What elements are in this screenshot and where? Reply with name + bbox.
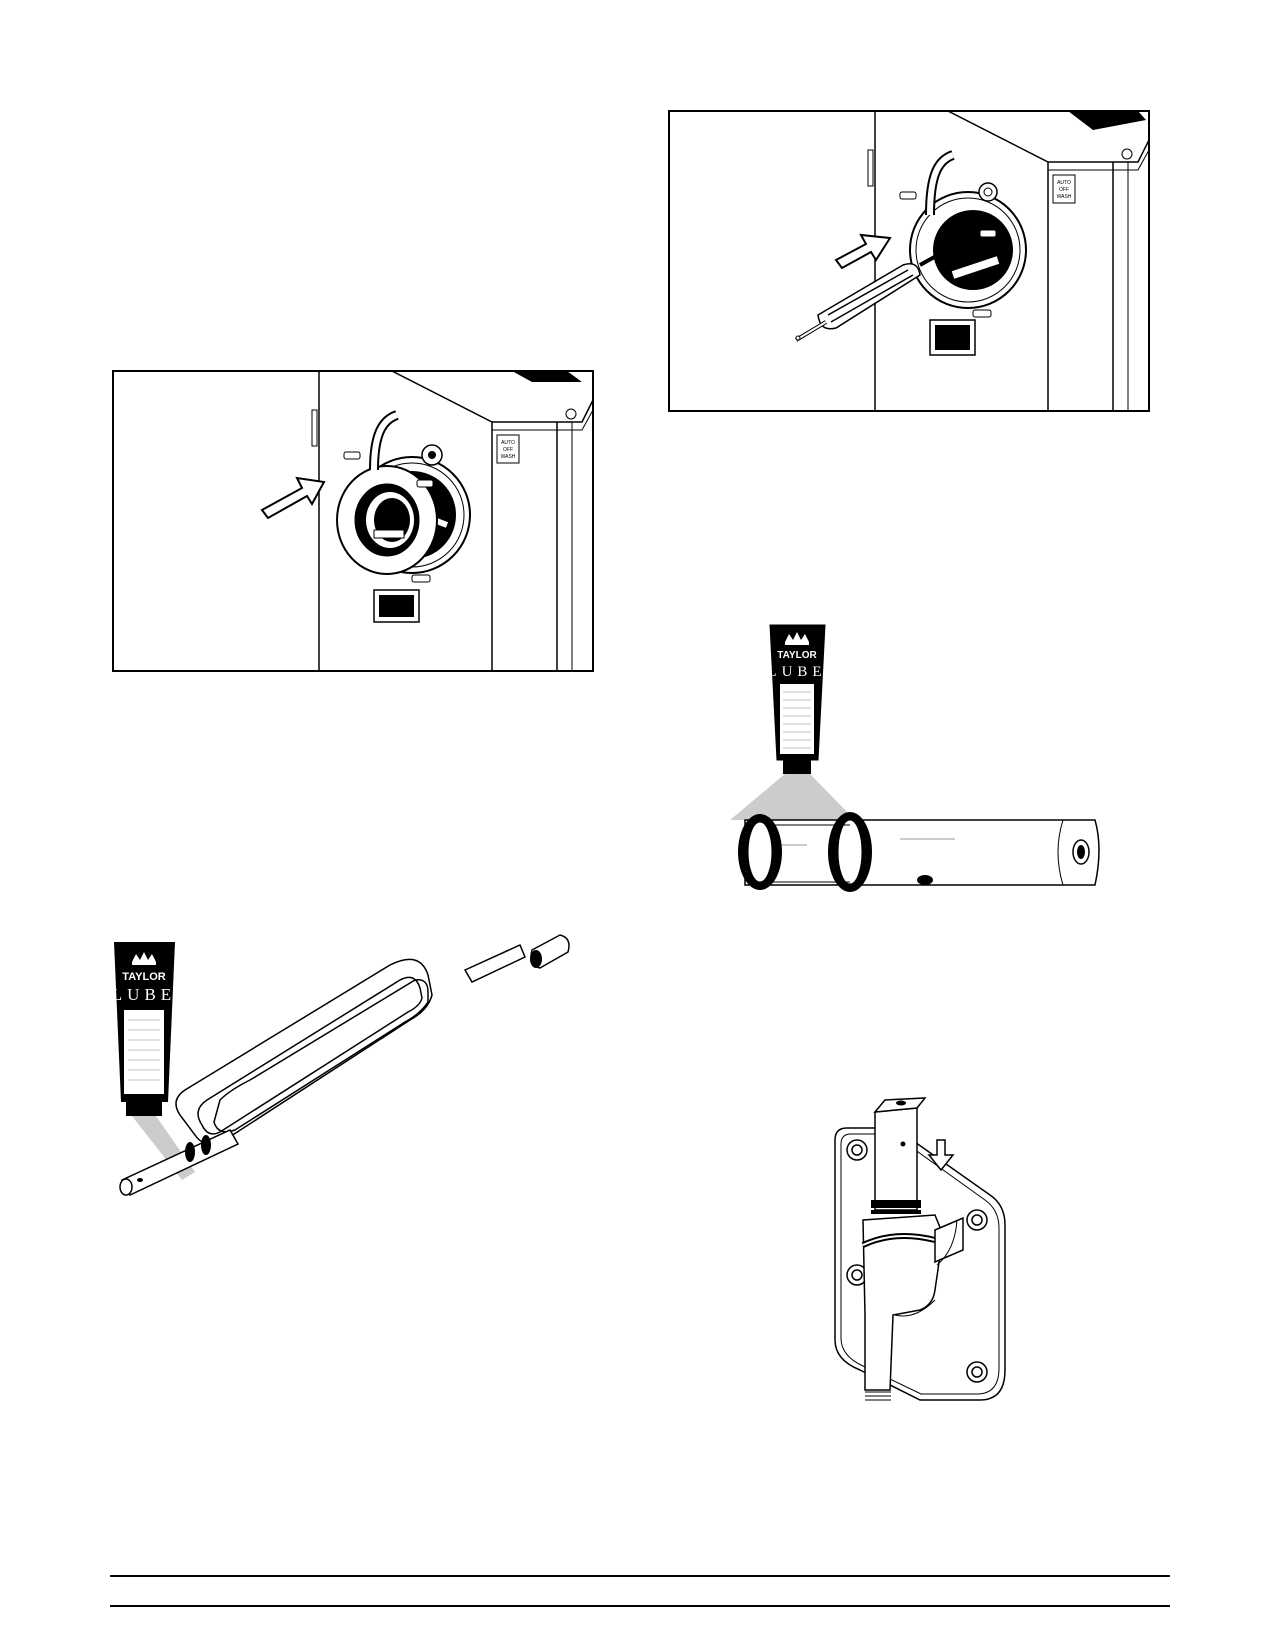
figure-drive-shaft-assembly — [825, 1097, 1010, 1405]
selector-switch: AUTO OFF WASH — [496, 434, 520, 464]
switch-label-auto: AUTO — [1057, 180, 1071, 186]
switch-label-off: OFF — [1059, 187, 1069, 193]
footer-rule-top — [110, 1575, 1170, 1577]
down-arrow-icon — [927, 1139, 955, 1172]
lube-tube-icon: TAYLOR LUBE — [112, 942, 176, 1116]
switch-label-off: OFF — [503, 447, 513, 453]
footer-rule-bottom — [110, 1605, 1170, 1607]
switch-label-wash: WASH — [501, 454, 516, 460]
crown-logo-icon — [132, 952, 156, 965]
right-arrow-icon — [834, 233, 892, 270]
lube-tube-icon: TAYLOR LUBE — [767, 624, 826, 774]
crown-logo-icon — [785, 632, 809, 645]
tube-text: LUBE — [767, 664, 826, 680]
figure-install-beater: AUTO OFF WASH — [668, 110, 1150, 412]
tube-brand: TAYLOR — [777, 650, 817, 661]
tube-text: LUBE — [112, 985, 176, 1004]
figure-shaft-lube: TAYLOR LUBE — [725, 620, 1115, 920]
figure-beater-lube: TAYLOR LUBE — [110, 934, 600, 1240]
switch-label-wash: WASH — [1057, 194, 1072, 200]
selector-switch: AUTO OFF WASH — [1052, 174, 1076, 204]
figure-install-bearing: AUTO OFF WASH — [112, 370, 594, 672]
tube-brand: TAYLOR — [122, 971, 165, 983]
switch-label-auto: AUTO — [501, 440, 515, 446]
right-arrow-icon — [260, 476, 326, 520]
